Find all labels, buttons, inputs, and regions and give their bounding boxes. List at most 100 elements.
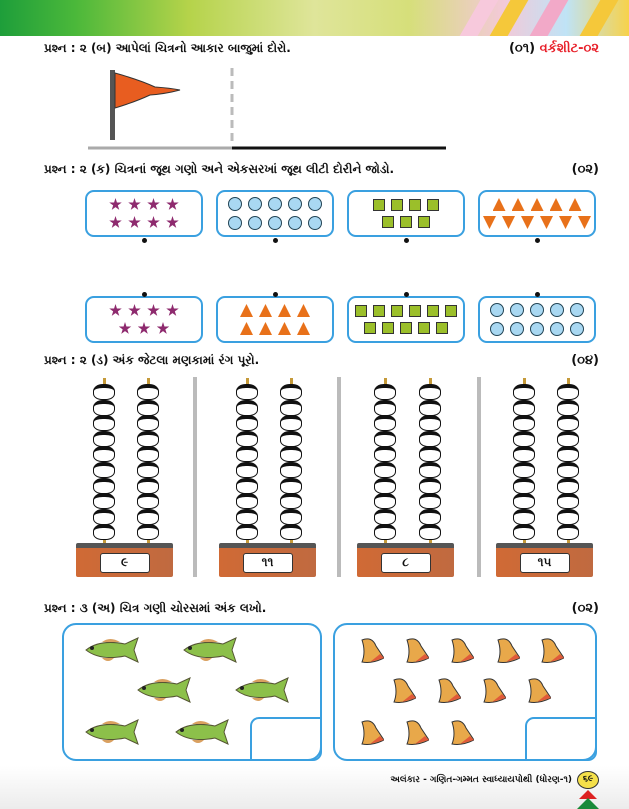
match-group-tri[interactable] bbox=[216, 292, 334, 343]
abacus-bead[interactable] bbox=[374, 399, 396, 416]
abacus-bead[interactable] bbox=[557, 477, 579, 494]
abacus-bead[interactable] bbox=[557, 415, 579, 432]
connect-dot[interactable] bbox=[403, 292, 409, 297]
abacus-bead[interactable] bbox=[374, 477, 396, 494]
connect-dot[interactable] bbox=[141, 238, 147, 243]
connect-dot[interactable] bbox=[141, 292, 147, 297]
match-group-tri[interactable] bbox=[478, 190, 596, 243]
abacus-bead[interactable] bbox=[137, 508, 159, 525]
abacus-bead[interactable] bbox=[513, 524, 535, 541]
abacus-bead[interactable] bbox=[236, 493, 258, 510]
abacus-bead[interactable] bbox=[419, 384, 441, 400]
abacus-bead[interactable] bbox=[93, 462, 115, 478]
abacus-bead[interactable] bbox=[137, 399, 159, 416]
abacus-bead[interactable] bbox=[236, 462, 258, 478]
abacus-bead[interactable] bbox=[419, 524, 441, 541]
abacus-bead[interactable] bbox=[93, 446, 115, 463]
abacus-bead[interactable] bbox=[280, 415, 302, 432]
abacus-bead[interactable] bbox=[280, 493, 302, 510]
abacus-bead[interactable] bbox=[280, 430, 302, 447]
abacus-bead[interactable] bbox=[374, 415, 396, 432]
abacus-bead[interactable] bbox=[137, 415, 159, 432]
abacus-bead[interactable] bbox=[280, 462, 302, 478]
abacus-bead[interactable] bbox=[513, 446, 535, 463]
fish-answer-box[interactable] bbox=[250, 717, 322, 761]
abacus-bead[interactable] bbox=[513, 462, 535, 478]
abacus-bead[interactable] bbox=[513, 384, 535, 400]
abacus-bead[interactable] bbox=[137, 430, 159, 447]
abacus-bead[interactable] bbox=[419, 446, 441, 463]
abacus-bead[interactable] bbox=[374, 430, 396, 447]
abacus-bead[interactable] bbox=[513, 477, 535, 494]
abacus-bead[interactable] bbox=[236, 415, 258, 432]
abacus-bead[interactable] bbox=[419, 508, 441, 525]
bell-answer-box[interactable] bbox=[525, 717, 597, 761]
abacus-bead[interactable] bbox=[374, 384, 396, 400]
abacus-bead[interactable] bbox=[93, 477, 115, 494]
abacus-bead[interactable] bbox=[557, 384, 579, 400]
connect-dot[interactable] bbox=[403, 238, 409, 243]
abacus-bead[interactable] bbox=[513, 415, 535, 432]
abacus-bead[interactable] bbox=[93, 384, 115, 400]
abacus-bead[interactable] bbox=[557, 462, 579, 478]
abacus-bead[interactable] bbox=[280, 399, 302, 416]
match-group-sq[interactable] bbox=[347, 292, 465, 343]
abacus-bead[interactable] bbox=[137, 446, 159, 463]
abacus-bead[interactable] bbox=[557, 524, 579, 541]
abacus-bead[interactable] bbox=[513, 430, 535, 447]
abacus-bead[interactable] bbox=[557, 430, 579, 447]
abacus-bead[interactable] bbox=[93, 399, 115, 416]
abacus-bead[interactable] bbox=[93, 524, 115, 541]
abacus-bead[interactable] bbox=[236, 446, 258, 463]
abacus-bead[interactable] bbox=[280, 446, 302, 463]
abacus-bead[interactable] bbox=[280, 477, 302, 494]
abacus-bead[interactable] bbox=[137, 477, 159, 494]
abacus-bead[interactable] bbox=[419, 477, 441, 494]
connect-dot[interactable] bbox=[272, 292, 278, 297]
match-group-star[interactable] bbox=[85, 292, 203, 343]
abacus-bead[interactable] bbox=[280, 524, 302, 541]
abacus-bead[interactable] bbox=[419, 399, 441, 416]
abacus-bead[interactable] bbox=[236, 430, 258, 447]
abacus-bead[interactable] bbox=[419, 415, 441, 432]
abacus-bead[interactable] bbox=[513, 493, 535, 510]
abacus-bead[interactable] bbox=[419, 430, 441, 447]
abacus-bead[interactable] bbox=[557, 446, 579, 463]
match-group-circ[interactable] bbox=[216, 190, 334, 243]
abacus-bead[interactable] bbox=[557, 493, 579, 510]
abacus-bead[interactable] bbox=[557, 508, 579, 525]
abacus-bead[interactable] bbox=[137, 493, 159, 510]
abacus-bead[interactable] bbox=[236, 477, 258, 494]
abacus-bead[interactable] bbox=[374, 508, 396, 525]
abacus-bead[interactable] bbox=[93, 415, 115, 432]
abacus-bead[interactable] bbox=[137, 462, 159, 478]
abacus-bead[interactable] bbox=[513, 399, 535, 416]
abacus-bead[interactable] bbox=[419, 462, 441, 478]
abacus-bead[interactable] bbox=[280, 508, 302, 525]
question-2b: પ્રશ્ન : ૨ (બ) આપેલાં ચિત્રનો આકાર બાજુમ… bbox=[44, 41, 291, 55]
abacus-bead[interactable] bbox=[419, 493, 441, 510]
abacus-bead[interactable] bbox=[557, 399, 579, 416]
abacus-bead[interactable] bbox=[236, 524, 258, 541]
abacus-bead[interactable] bbox=[236, 508, 258, 525]
abacus-bead[interactable] bbox=[374, 493, 396, 510]
connect-dot[interactable] bbox=[534, 238, 540, 243]
abacus-bead[interactable] bbox=[93, 493, 115, 510]
abacus-bead[interactable] bbox=[374, 446, 396, 463]
abacus-bead[interactable] bbox=[93, 508, 115, 525]
abacus-bead[interactable] bbox=[280, 384, 302, 400]
match-group-star[interactable] bbox=[85, 190, 203, 243]
abacus-bead[interactable] bbox=[374, 524, 396, 541]
abacus-bead[interactable] bbox=[93, 430, 115, 447]
connect-dot[interactable] bbox=[272, 238, 278, 243]
abacus-bead[interactable] bbox=[513, 508, 535, 525]
abacus-bead[interactable] bbox=[374, 462, 396, 478]
sq-icon bbox=[364, 322, 376, 334]
abacus-bead[interactable] bbox=[137, 524, 159, 541]
abacus-bead[interactable] bbox=[236, 384, 258, 400]
match-group-sq[interactable] bbox=[347, 190, 465, 243]
abacus-bead[interactable] bbox=[236, 399, 258, 416]
connect-dot[interactable] bbox=[534, 292, 540, 297]
match-group-circ[interactable] bbox=[478, 292, 596, 343]
abacus-bead[interactable] bbox=[137, 384, 159, 400]
